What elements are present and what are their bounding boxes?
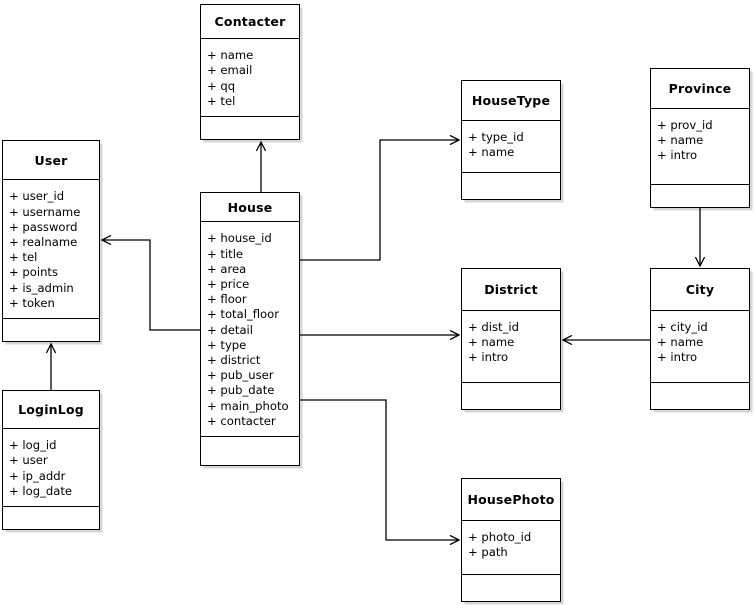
uml-attribute: + total_floor [207,307,279,322]
uml-attribute: + name [657,133,704,148]
relation-house-contacter[interactable] [255,140,267,192]
uml-class-title: HouseType [462,81,560,121]
uml-attribute: + house_id [207,231,272,246]
uml-class-title: House [201,193,299,223]
uml-attribute: + type [207,337,247,352]
uml-class-operations [462,173,560,199]
uml-attribute: + type_id [468,130,524,144]
uml-attribute: + is_admin [9,280,74,295]
uml-class-contacter[interactable]: Contacter+ name+ email+ qq+ tel [200,4,300,140]
uml-class-title: HousePhoto [462,479,560,521]
uml-class-operations [462,383,560,409]
uml-class-province[interactable]: Province+ prov_id+ name+ intro [650,68,750,208]
relation-loginlog-user[interactable] [45,342,57,390]
relation-city-district[interactable] [561,334,650,346]
uml-class-house[interactable]: House+ house_id+ title+ area+ price+ flo… [200,192,300,466]
uml-attribute: + floor [207,292,247,307]
uml-attribute: + log_date [9,483,73,498]
relation-arrowhead [45,342,57,354]
relation-house-housephoto[interactable] [300,399,461,546]
relation-arrowhead [449,134,461,146]
uml-attribute: + tel [207,93,236,108]
uml-attribute: + ip_addr [9,468,66,483]
uml-attribute: + price [207,276,250,291]
uml-class-attributes: + house_id+ title+ area+ price+ floor+ t… [201,222,299,437]
relation-line [300,399,459,541]
relation-arrowhead [255,140,267,152]
uml-attribute: + user [9,453,48,468]
uml-attribute: + name [207,48,254,63]
relation-house-district[interactable] [300,329,461,341]
uml-attribute: + contacter [207,413,276,428]
relation-arrowhead [100,234,112,246]
uml-class-title: Contacter [201,5,299,40]
uml-attribute: + token [9,295,55,310]
relation-house-housetype[interactable] [300,134,461,261]
uml-class-operations [651,185,749,207]
uml-class-attributes: + user_id+ username+ password+ realname+… [3,180,99,319]
uml-attribute: + name [468,145,515,160]
uml-attribute: + path [468,545,508,560]
relation-house-user[interactable] [100,234,200,331]
uml-attribute: + city_id [657,320,708,334]
uml-attribute: + intro [657,148,698,163]
relation-line [300,139,459,261]
uml-class-title: LoginLog [3,391,99,430]
uml-attribute: + username [9,204,81,219]
uml-attribute: + intro [657,350,698,365]
uml-class-attributes: + type_id+ name [462,121,560,173]
uml-class-loginlog[interactable]: LoginLog+ log_id+ user+ ip_addr+ log_dat… [2,390,100,530]
uml-class-operations [462,575,560,601]
uml-class-operations [3,319,99,341]
uml-attribute: + photo_id [468,530,532,544]
uml-class-attributes: + name+ email+ qq+ tel [201,39,299,117]
uml-attribute: + name [657,335,704,350]
uml-class-attributes: + prov_id+ name+ intro [651,109,749,185]
uml-class-city[interactable]: City+ city_id+ name+ intro [650,268,750,410]
uml-attribute: + detail [207,322,253,337]
uml-attribute: + name [468,335,515,350]
uml-class-title: Province [651,69,749,109]
uml-attribute: + intro [468,350,509,365]
relation-line [102,239,200,331]
uml-class-attributes: + photo_id+ path [462,521,560,575]
uml-attribute: + pub_date [207,383,275,398]
uml-attribute: + log_id [9,438,57,453]
relation-arrowhead [694,256,706,268]
uml-attribute: + title [207,246,244,261]
uml-class-operations [201,437,299,465]
uml-class-attributes: + city_id+ name+ intro [651,311,749,383]
relation-arrowhead [561,334,573,346]
uml-attribute: + tel [9,250,38,265]
uml-class-housetype[interactable]: HouseType+ type_id+ name [461,80,561,200]
uml-class-attributes: + dist_id+ name+ intro [462,311,560,383]
uml-class-title: District [462,269,560,311]
uml-attribute: + points [9,265,59,280]
uml-attribute: + area [207,261,247,276]
uml-attribute: + user_id [9,189,65,204]
uml-class-attributes: + log_id+ user+ ip_addr+ log_date [3,429,99,507]
uml-attribute: + pub_user [207,368,274,383]
uml-attribute: + dist_id [468,320,519,334]
uml-attribute: + email [207,63,253,78]
uml-class-title: City [651,269,749,311]
uml-class-operations [651,383,749,409]
uml-attribute: + prov_id [657,118,713,132]
uml-attribute: + main_photo [207,398,289,413]
uml-attribute: + password [9,219,78,234]
uml-attribute: + qq [207,78,236,93]
uml-class-operations [3,507,99,529]
uml-class-title: User [3,141,99,181]
relation-arrowhead [449,534,461,546]
uml-attribute: + district [207,352,261,367]
uml-attribute: + realname [9,234,78,249]
relation-province-city[interactable] [694,208,706,268]
uml-class-operations [201,117,299,139]
uml-class-user[interactable]: User+ user_id+ username+ password+ realn… [2,140,100,342]
uml-class-housephoto[interactable]: HousePhoto+ photo_id+ path [461,478,561,602]
relation-arrowhead [449,329,461,341]
uml-class-district[interactable]: District+ dist_id+ name+ intro [461,268,561,410]
